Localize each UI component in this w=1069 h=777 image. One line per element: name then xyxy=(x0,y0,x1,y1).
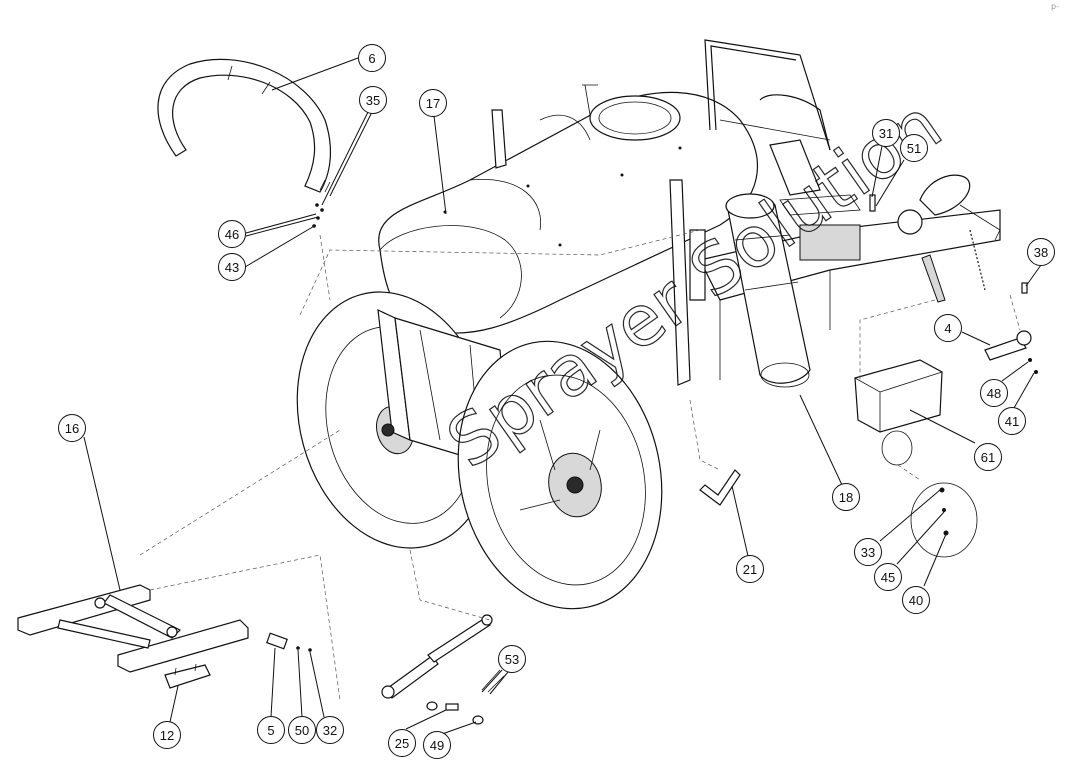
callout-35[interactable]: 35 xyxy=(359,86,387,114)
callout-21[interactable]: 21 xyxy=(736,555,764,583)
washers-25-49 xyxy=(426,669,505,725)
callout-41[interactable]: 41 xyxy=(998,407,1026,435)
callout-16[interactable]: 16 xyxy=(58,414,86,442)
callout-51[interactable]: 51 xyxy=(900,134,928,162)
gas-strut xyxy=(381,614,493,699)
callout-4[interactable]: 4 xyxy=(934,314,962,342)
assembly-centerlines xyxy=(139,229,1021,701)
callout-49[interactable]: 49 xyxy=(423,731,451,759)
callout-43[interactable]: 43 xyxy=(218,253,246,281)
corner-mark: p- xyxy=(1051,2,1059,11)
callout-48[interactable]: 48 xyxy=(980,379,1008,407)
callout-38[interactable]: 38 xyxy=(1027,238,1055,266)
callout-32[interactable]: 32 xyxy=(316,716,344,744)
callout-17[interactable]: 17 xyxy=(419,89,447,117)
callout-53[interactable]: 53 xyxy=(498,645,526,673)
air-reservoir xyxy=(725,193,811,388)
callout-6[interactable]: 6 xyxy=(358,44,386,72)
callout-45[interactable]: 45 xyxy=(874,563,902,591)
callout-50[interactable]: 50 xyxy=(288,716,316,744)
callout-33[interactable]: 33 xyxy=(854,538,882,566)
disc-cover xyxy=(881,430,978,558)
callout-18[interactable]: 18 xyxy=(832,483,860,511)
toolbox-61 xyxy=(854,359,943,433)
guard-strap xyxy=(157,58,331,193)
callout-12[interactable]: 12 xyxy=(153,721,181,749)
callout-31[interactable]: 31 xyxy=(872,119,900,147)
bracket-21 xyxy=(699,469,741,506)
callout-46[interactable]: 46 xyxy=(218,220,246,248)
valve-4 xyxy=(984,282,1038,374)
hitch-frame xyxy=(17,584,249,673)
side-bracket xyxy=(491,109,706,386)
callout-25[interactable]: 25 xyxy=(388,729,416,757)
callout-40[interactable]: 40 xyxy=(902,586,930,614)
callout-5[interactable]: 5 xyxy=(257,716,285,744)
callout-61[interactable]: 61 xyxy=(974,443,1002,471)
pin-5 xyxy=(266,632,312,652)
leader-lines xyxy=(83,57,1042,735)
rear-railing xyxy=(704,39,831,151)
right-wheel xyxy=(457,340,663,610)
hitch-plate-12 xyxy=(164,663,211,689)
spray-tank xyxy=(378,84,758,334)
